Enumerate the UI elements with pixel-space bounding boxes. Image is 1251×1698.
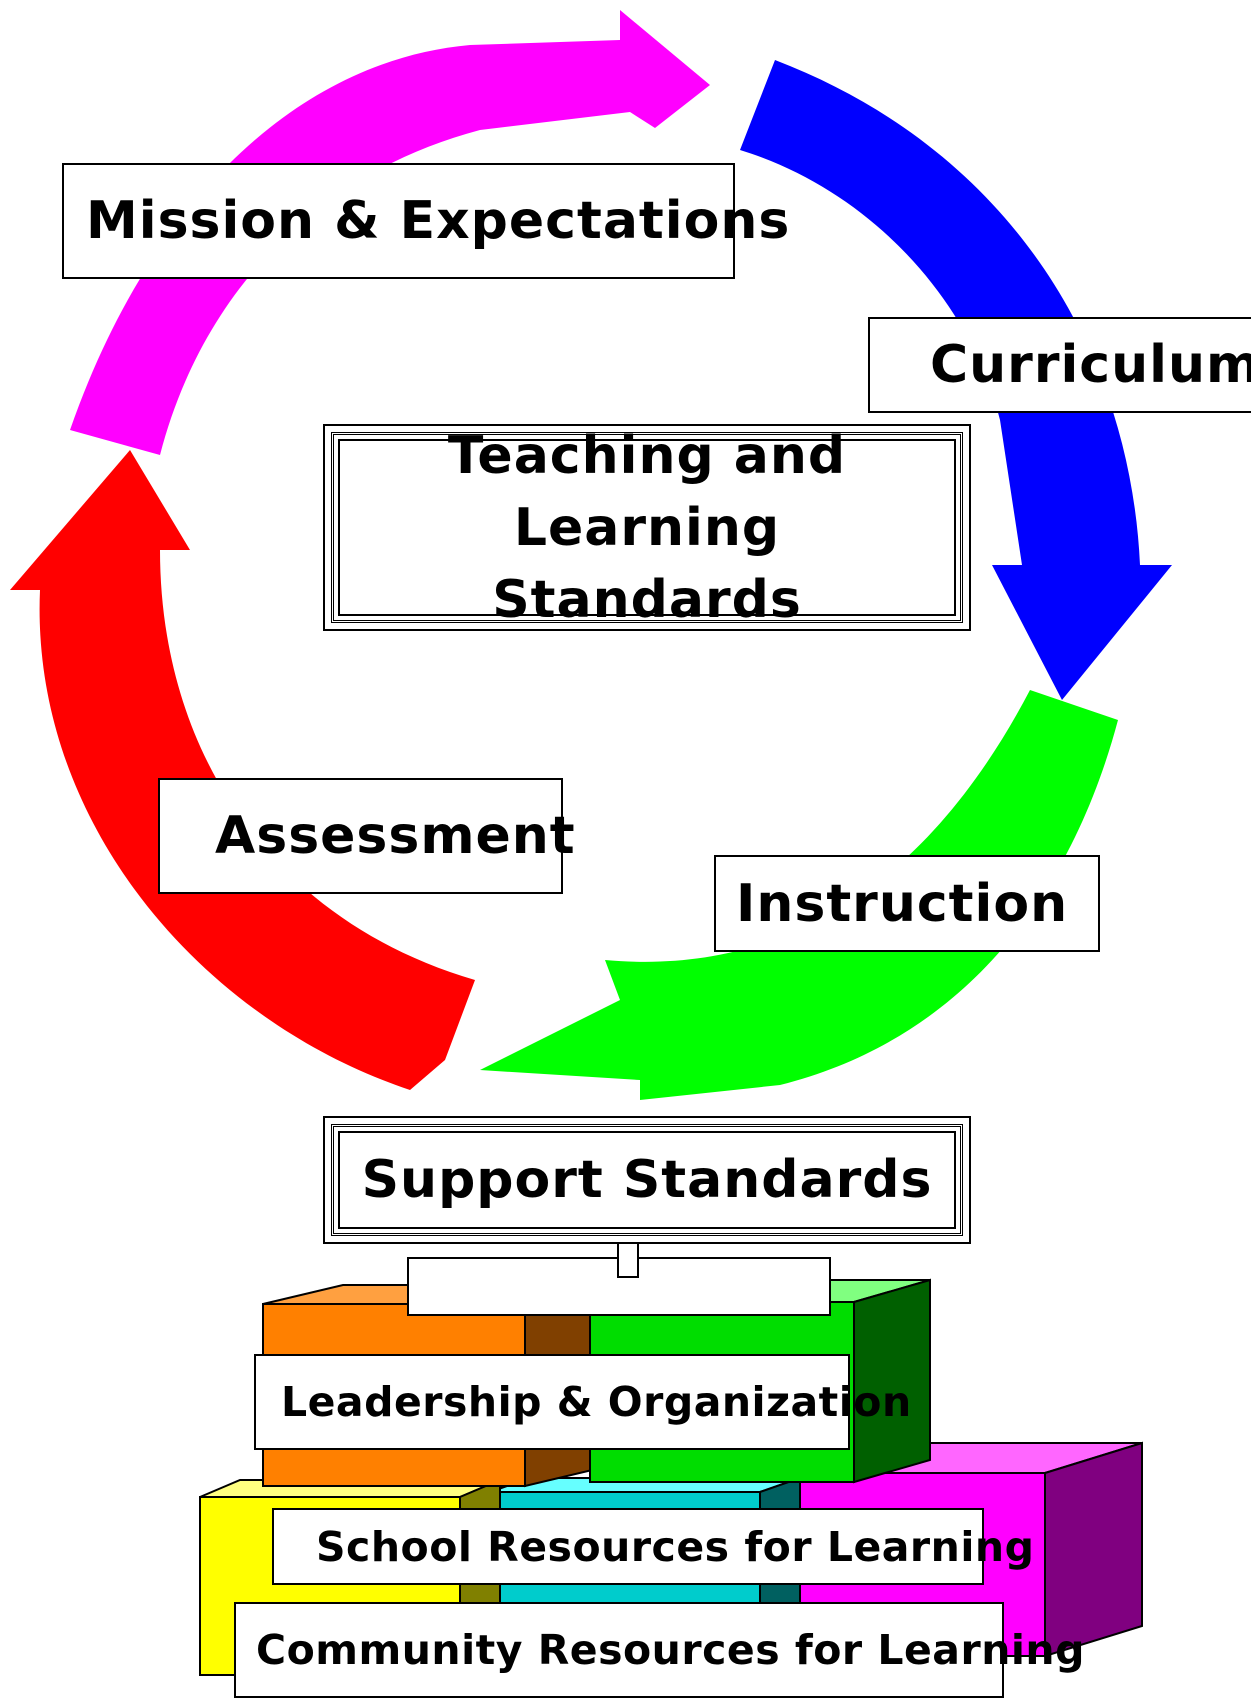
teaching-learning-standards-box: Teaching and Learning Standards (323, 424, 971, 631)
center-title: Teaching and Learning Standards (331, 426, 963, 630)
school-resources-label: School Resources for Learning (272, 1508, 1034, 1585)
magenta-block-side (1044, 1441, 1143, 1658)
instruction-label: Instruction (714, 855, 1100, 952)
assessment-arrow (10, 450, 475, 1090)
curriculum-label: Curriculum (868, 317, 1251, 413)
curriculum-arrow (740, 60, 1172, 700)
assessment-label: Assessment (158, 778, 575, 894)
community-resources-label: Community Resources for Learning (234, 1602, 1084, 1698)
mission-expectations-label: Mission & Expectations (62, 163, 789, 279)
instruction-arrow (480, 690, 1118, 1100)
leadership-organization-label: Leadership & Organization (254, 1354, 911, 1450)
support-standards-title: Support Standards (331, 1124, 963, 1236)
mission-arrow (70, 10, 710, 455)
support-standards-box: Support Standards (323, 1116, 971, 1244)
